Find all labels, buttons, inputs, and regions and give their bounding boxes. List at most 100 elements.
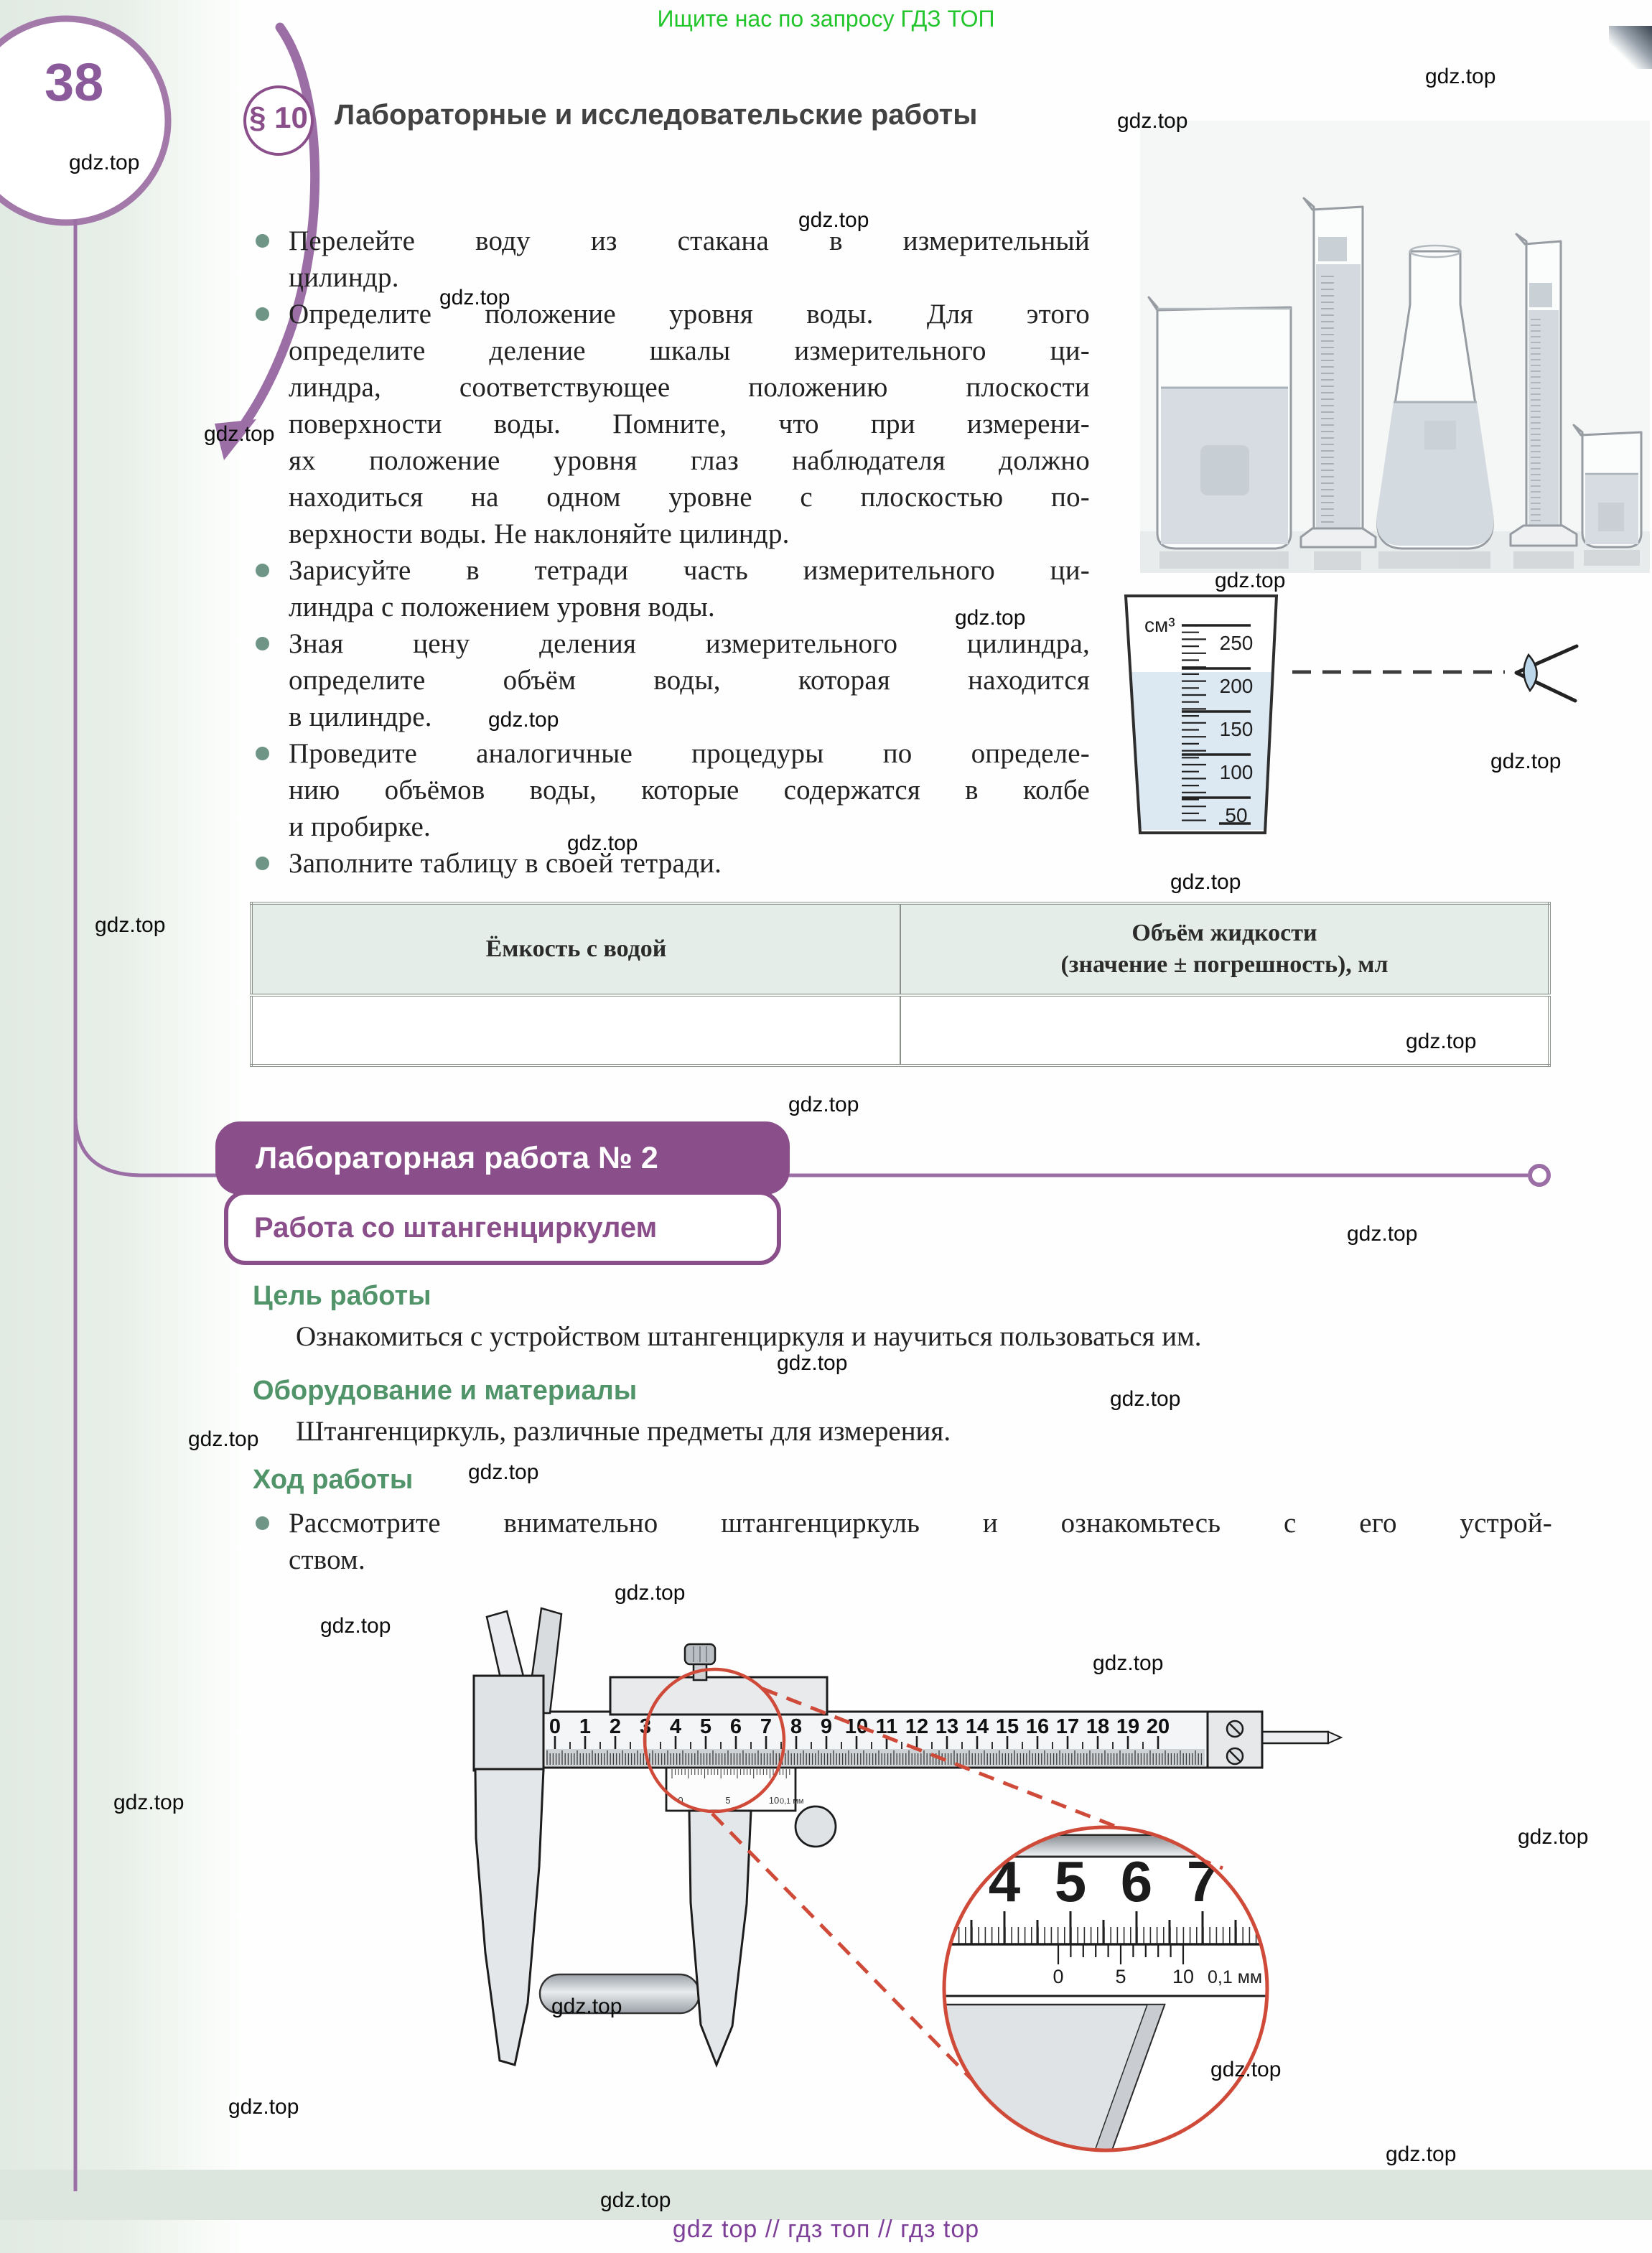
watermark: gdz.top <box>95 913 166 937</box>
text-line: и пробирке. <box>289 811 431 842</box>
text-line: Рассмотрите внимательно штангенциркуль и… <box>289 1508 1552 1539</box>
watermark: gdz.top <box>788 1093 859 1116</box>
graduated-cylinder-narrow <box>1509 233 1578 547</box>
magnified-scale-label: 5 <box>1055 1849 1087 1913</box>
procedure-heading: Ход работы <box>253 1465 414 1495</box>
beam-scale-label: 19 <box>1116 1715 1139 1738</box>
watermark: gdz.top <box>1425 65 1496 88</box>
beam-scale-label: 0 <box>549 1715 561 1738</box>
list-item: Зная цену деления измерительного цилиндр… <box>253 625 1090 735</box>
watermark: gdz.top <box>1490 750 1562 773</box>
text-line: Заполните таблицу в своей тетради. <box>289 848 722 879</box>
bullet-dot-icon <box>256 564 269 577</box>
watermark: gdz.top <box>1117 109 1188 133</box>
erlenmeyer-flask <box>1376 244 1494 550</box>
list-item: Проведите аналогичные процедуры по опред… <box>253 735 1090 845</box>
text-line: Проведите аналогичные процедуры по опред… <box>289 738 1090 769</box>
text-line: цилиндр. <box>289 262 399 293</box>
beam-scale-label: 2 <box>610 1715 621 1738</box>
beam-scale-label: 1 <box>579 1715 591 1738</box>
magnified-vernier-label: 0 <box>1053 1966 1063 1987</box>
watermark: gdz.top <box>113 1791 185 1814</box>
text-line: ством. <box>289 1544 365 1575</box>
cylinder-tick-label: 250 <box>1220 632 1254 654</box>
text-line: линдра с положением уровня воды. <box>289 592 715 622</box>
vernier-label: 5 <box>725 1795 730 1806</box>
bullet-dot-icon <box>256 1516 269 1530</box>
beam-scale-label: 8 <box>790 1715 802 1738</box>
text-line: Зная цену деления измерительного цилиндр… <box>289 628 1090 659</box>
watermark: gdz.top <box>551 1995 622 2018</box>
depth-rod <box>1261 1730 1330 1745</box>
watermark: gdz.top <box>1386 2142 1457 2166</box>
magnified-vernier-label: 10 <box>1172 1966 1194 1987</box>
watermark: gdz.top <box>228 2095 299 2119</box>
watermark: gdz.top <box>955 606 1026 630</box>
beam-scale-label: 4 <box>670 1715 681 1738</box>
table-header-container: Ёмкость с водой <box>251 902 901 997</box>
text-line: ях положение уровня глаз наблюдателя дол… <box>289 445 1090 476</box>
text-line: поверхности воды. Помните, что при измер… <box>289 409 1090 439</box>
beam-scale-label: 11 <box>876 1715 898 1738</box>
table-cell <box>900 994 1550 1066</box>
fixed-lower-jaw <box>474 1768 545 2066</box>
volume-table: Ёмкость с водой Объём жидкости (значение… <box>250 902 1551 1067</box>
beaker-small <box>1572 424 1643 549</box>
watermark: gdz.top <box>1110 1387 1181 1411</box>
callout-line <box>711 1812 1011 2119</box>
watermark: gdz.top <box>204 422 275 446</box>
lab-banner-subtitle: Работа со штангенциркулем <box>254 1211 658 1244</box>
text-line: определите объём воды, которая находится <box>289 665 1090 696</box>
watermark: gdz.top <box>1093 1651 1164 1675</box>
list-item: Заполните таблицу в своей тетради. <box>253 845 1090 882</box>
text-line: верхности воды. Не наклоняйте цилиндр. <box>289 518 790 549</box>
scan-corner-shadow <box>1609 26 1652 69</box>
beam-scale-label: 20 <box>1147 1715 1170 1738</box>
lock-screw <box>683 1643 717 1666</box>
beam-scale-label: 13 <box>935 1715 958 1738</box>
text-line: нию объёмов воды, которые содержатся в к… <box>289 775 1090 806</box>
watermark: gdz.top <box>1215 569 1286 592</box>
watermark: gdz.top <box>600 2188 671 2212</box>
watermark: gdz.top <box>1347 1222 1418 1246</box>
beam-scale-label: 18 <box>1086 1715 1109 1738</box>
vernier-label: 10 <box>769 1795 779 1806</box>
bullet-dot-icon <box>256 857 269 870</box>
beam-scale-label: 5 <box>700 1715 711 1738</box>
cylinder-tick-label: 100 <box>1220 761 1254 783</box>
callout-ellipse <box>643 1667 786 1814</box>
line-end-ring-icon <box>1528 1164 1551 1187</box>
beam-scale-label: 7 <box>760 1715 772 1738</box>
page-number: 38 <box>45 52 104 112</box>
graduated-cylinder-tall <box>1299 197 1377 549</box>
magnified-scale-label: 6 <box>1121 1849 1153 1913</box>
beam-scale-label: 15 <box>996 1715 1019 1738</box>
lab-subbanner: Работа со штангенциркулем <box>224 1190 781 1265</box>
text-line: Определите положение уровня воды. Для эт… <box>289 299 1090 330</box>
watermark: gdz.top <box>615 1581 686 1605</box>
cylinder-tick-label: 200 <box>1220 675 1254 697</box>
table-header-volume: Объём жидкости (значение ± погрешность),… <box>900 902 1550 997</box>
left-margin-strip <box>0 0 244 2253</box>
magnified-scale-label: 4 <box>989 1849 1021 1913</box>
watermark: gdz.top <box>188 1427 259 1451</box>
watermark: gdz.top <box>567 831 638 855</box>
bullet-dot-icon <box>256 307 269 321</box>
cylinder-tick-label: 150 <box>1220 718 1254 740</box>
bullet-dot-icon <box>256 747 269 760</box>
text-line: Перелейте воду из стакана в измерительны… <box>289 225 1090 256</box>
thumb-grip <box>794 1805 837 1848</box>
beam-scale-label: 9 <box>821 1715 832 1738</box>
watermark: gdz.top <box>1170 870 1241 894</box>
page-number-circle-decoration <box>0 15 320 460</box>
magnified-vernier-label: 5 <box>1115 1966 1126 1987</box>
beam-scale-label: 14 <box>966 1715 989 1738</box>
photo-reflections <box>1159 550 1640 570</box>
text-line: находиться на одном уровне с плоскостью … <box>289 482 1090 513</box>
